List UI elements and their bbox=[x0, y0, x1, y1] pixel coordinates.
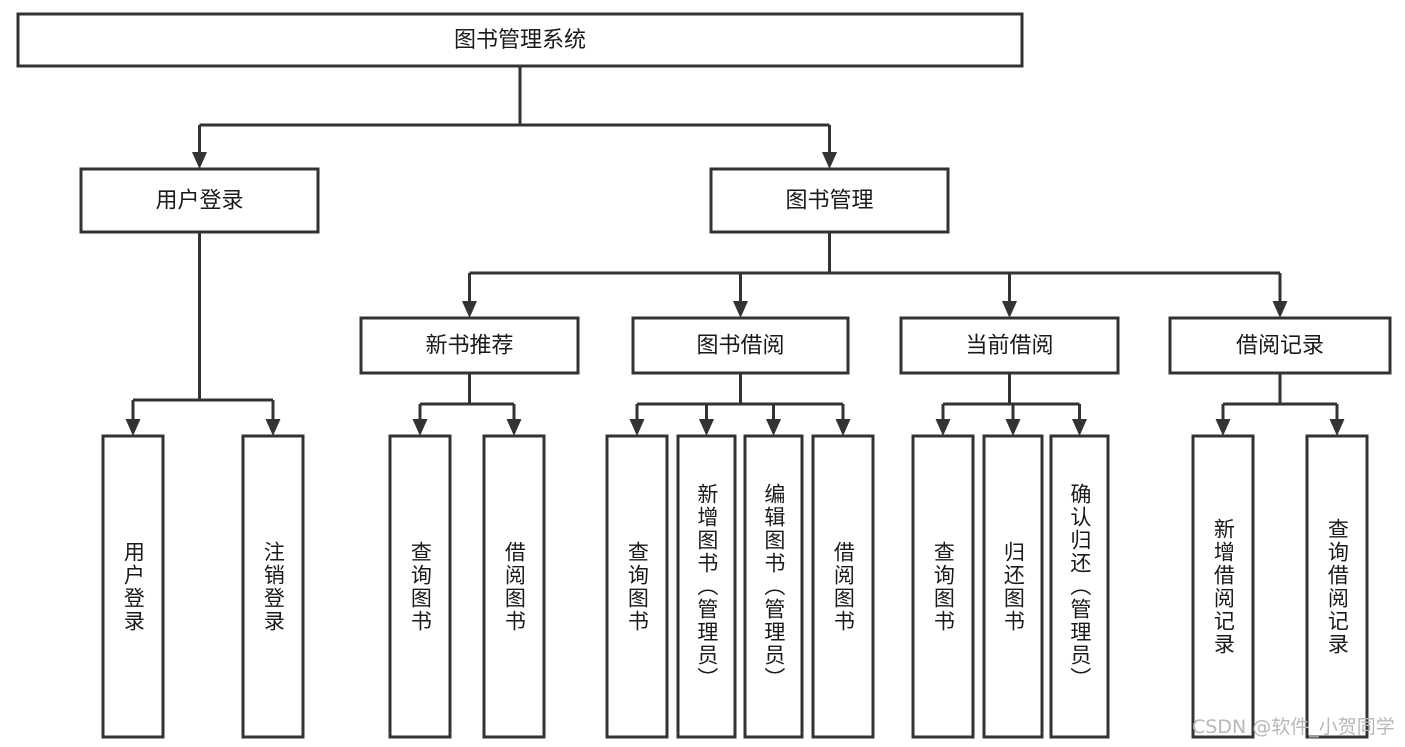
arrowhead-icon bbox=[125, 419, 141, 436]
node-label-borrow-record: 借阅记录 bbox=[1236, 334, 1324, 359]
arrowhead-icon bbox=[506, 419, 522, 436]
arrowhead-icon bbox=[766, 419, 781, 436]
node-box-leaf-bb-borrow[interactable] bbox=[811, 434, 875, 739]
node-box-leaf-br-add[interactable] bbox=[1191, 434, 1255, 739]
node-borrow-record[interactable]: 借阅记录 bbox=[1168, 316, 1392, 375]
node-root[interactable]: 图书管理系统 bbox=[16, 12, 1024, 68]
node-new-book-rec[interactable]: 新书推荐 bbox=[359, 316, 580, 375]
node-book-manage[interactable]: 图书管理 bbox=[709, 167, 950, 234]
node-box-root[interactable] bbox=[16, 12, 1024, 68]
node-box-leaf-rec-query[interactable] bbox=[388, 434, 452, 739]
arrowhead-icon bbox=[822, 152, 837, 169]
arrowhead-icon bbox=[1272, 301, 1288, 318]
arrowhead-icon bbox=[733, 301, 748, 318]
node-box-borrow-record[interactable] bbox=[1168, 316, 1392, 375]
node-box-leaf-cb-confirm[interactable] bbox=[1049, 434, 1110, 739]
connector-group-borrow-record bbox=[1215, 373, 1345, 436]
node-leaf-cb-confirm[interactable] bbox=[1049, 434, 1110, 739]
arrowhead-icon bbox=[462, 301, 477, 318]
node-leaf-bb-query[interactable] bbox=[605, 434, 669, 739]
node-leaf-user-logout[interactable] bbox=[241, 434, 305, 739]
connector-group-root bbox=[192, 66, 837, 169]
node-leaf-cb-query[interactable] bbox=[911, 434, 975, 739]
node-box-leaf-user-logout[interactable] bbox=[241, 434, 305, 739]
node-box-leaf-bb-edit[interactable] bbox=[743, 434, 804, 739]
node-leaf-br-query[interactable] bbox=[1305, 434, 1369, 739]
node-leaf-bb-add[interactable] bbox=[676, 434, 737, 739]
node-leaf-user-login[interactable] bbox=[101, 434, 165, 739]
arrowhead-icon bbox=[835, 419, 851, 436]
node-box-leaf-user-login[interactable] bbox=[101, 434, 165, 739]
node-box-leaf-bb-add[interactable] bbox=[676, 434, 737, 739]
node-leaf-bb-edit[interactable] bbox=[743, 434, 804, 739]
node-box-leaf-br-query[interactable] bbox=[1305, 434, 1369, 739]
node-box-leaf-bb-query[interactable] bbox=[605, 434, 669, 739]
node-box-leaf-cb-return[interactable] bbox=[982, 434, 1044, 739]
connector-group-book-manage bbox=[462, 232, 1288, 318]
arrowhead-icon bbox=[1072, 419, 1087, 436]
node-box-leaf-rec-borrow[interactable] bbox=[482, 434, 546, 739]
connector-group-new-book-rec bbox=[412, 373, 522, 436]
node-box-new-book-rec[interactable] bbox=[359, 316, 580, 375]
node-label-user-login: 用户登录 bbox=[155, 189, 243, 214]
node-label-book-borrow: 图书借阅 bbox=[696, 334, 784, 359]
csdn-watermark: CSDN @软件_小贺同学 bbox=[1192, 716, 1395, 738]
arrowhead-icon bbox=[1215, 419, 1231, 436]
arrowhead-icon bbox=[265, 419, 281, 436]
arrowhead-icon bbox=[935, 419, 951, 436]
node-book-borrow[interactable]: 图书借阅 bbox=[631, 316, 850, 375]
node-leaf-br-add[interactable] bbox=[1191, 434, 1255, 739]
arrowhead-icon bbox=[629, 419, 645, 436]
node-box-current-borrow[interactable] bbox=[899, 316, 1120, 375]
node-leaf-cb-return[interactable] bbox=[982, 434, 1044, 739]
node-user-login[interactable]: 用户登录 bbox=[79, 167, 320, 234]
node-label-new-book-rec: 新书推荐 bbox=[425, 334, 513, 359]
connector-group-current-borrow bbox=[935, 373, 1087, 436]
arrowhead-icon bbox=[1002, 301, 1017, 318]
node-leaf-rec-borrow[interactable] bbox=[482, 434, 546, 739]
node-label-book-manage: 图书管理 bbox=[785, 189, 873, 214]
node-box-book-borrow[interactable] bbox=[631, 316, 850, 375]
arrowhead-icon bbox=[192, 152, 207, 169]
arrowhead-icon bbox=[699, 419, 714, 436]
arrowhead-icon bbox=[1329, 419, 1345, 436]
node-leaf-rec-query[interactable] bbox=[388, 434, 452, 739]
node-box-user-login[interactable] bbox=[79, 167, 320, 234]
node-box-book-manage[interactable] bbox=[709, 167, 950, 234]
arrowhead-icon bbox=[1005, 419, 1021, 436]
node-label-current-borrow: 当前借阅 bbox=[965, 334, 1053, 359]
node-current-borrow[interactable]: 当前借阅 bbox=[899, 316, 1120, 375]
connector-group-book-borrow bbox=[629, 373, 851, 436]
node-box-leaf-cb-query[interactable] bbox=[911, 434, 975, 739]
arrowhead-icon bbox=[412, 419, 428, 436]
node-leaf-bb-borrow[interactable] bbox=[811, 434, 875, 739]
connector-group-user-login bbox=[125, 232, 281, 436]
node-label-root: 图书管理系统 bbox=[454, 28, 586, 53]
